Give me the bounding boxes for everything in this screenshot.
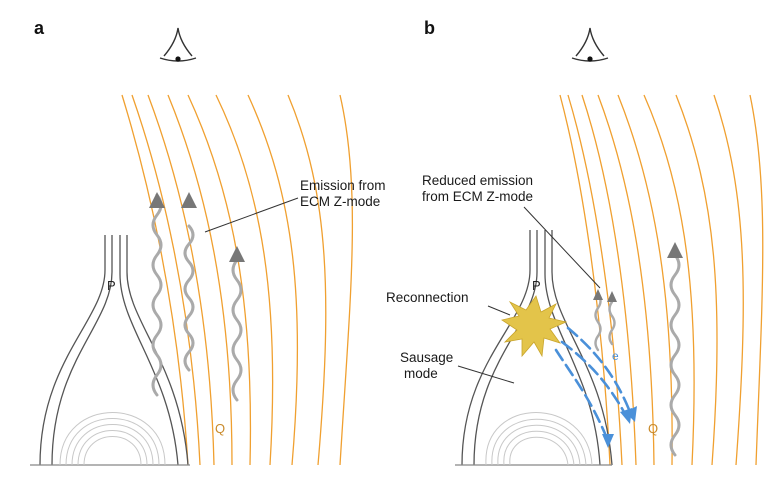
- reduced-label-line1: Reduced emission: [422, 173, 533, 188]
- pointer-line-a: [204, 197, 299, 233]
- magnetic-loop-b: [455, 230, 613, 466]
- emission-waves-a: [151, 193, 243, 402]
- pointer-line-reconnection: [487, 305, 511, 316]
- sausage-label-line2: mode: [404, 366, 438, 381]
- point-p-a: P: [107, 278, 116, 293]
- emission-label-line2: ECM Z-mode: [300, 194, 380, 209]
- panel-a: a: [30, 18, 386, 466]
- point-q-a: Q: [215, 421, 225, 436]
- point-p-b: P: [532, 278, 541, 293]
- emission-wave-b: [669, 253, 681, 457]
- inner-loops-b: [485, 412, 593, 466]
- panel-b-letter: b: [424, 18, 435, 38]
- electron-label: e: [612, 349, 619, 363]
- reduced-waves-b: [594, 292, 616, 352]
- electron-arrowheads: [602, 406, 637, 448]
- eye-icon: [571, 27, 609, 62]
- electron-beam: [554, 326, 632, 438]
- pointer-line-reduced: [523, 206, 601, 289]
- panel-a-letter: a: [34, 18, 45, 38]
- eye-icon: [159, 27, 197, 62]
- reconnection-label: Reconnection: [386, 290, 469, 305]
- panel-b: b: [386, 18, 764, 466]
- pointer-line-sausage: [457, 365, 515, 384]
- reduced-arrowheads-b: [593, 289, 617, 302]
- sausage-label-line1: Sausage: [400, 350, 453, 365]
- emission-arrowhead-b: [667, 242, 683, 258]
- inner-loops-a: [59, 412, 166, 466]
- emission-arrowheads-a: [149, 192, 245, 262]
- reconnection-burst-icon: [501, 295, 568, 358]
- reduced-label-line2: from ECM Z-mode: [422, 189, 533, 204]
- emission-label-line1: Emission from: [300, 178, 386, 193]
- point-q-b: Q: [648, 421, 658, 436]
